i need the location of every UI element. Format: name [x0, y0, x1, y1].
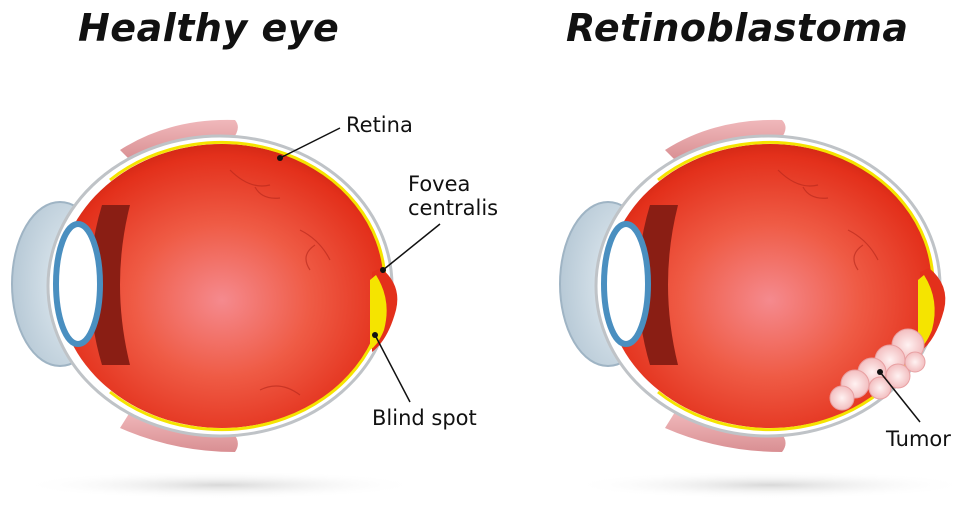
tumor-label: Tumor: [885, 427, 951, 451]
lens: [604, 224, 648, 344]
lens: [56, 224, 100, 344]
retina-leader: [280, 128, 340, 158]
healthy-eye: Retina Fovea centralis Blind spot: [12, 113, 498, 499]
retina-label: Retina: [346, 113, 413, 137]
fovea-label-line1: Fovea: [408, 172, 470, 196]
shadow: [570, 471, 970, 499]
fovea-leader: [383, 224, 440, 270]
retinoblastoma-eye: Tumor: [560, 120, 970, 499]
blind-spot-label: Blind spot: [372, 406, 477, 430]
shadow: [20, 471, 420, 499]
blind-spot-leader: [375, 335, 410, 402]
fovea-label-line2: centralis: [408, 196, 498, 220]
